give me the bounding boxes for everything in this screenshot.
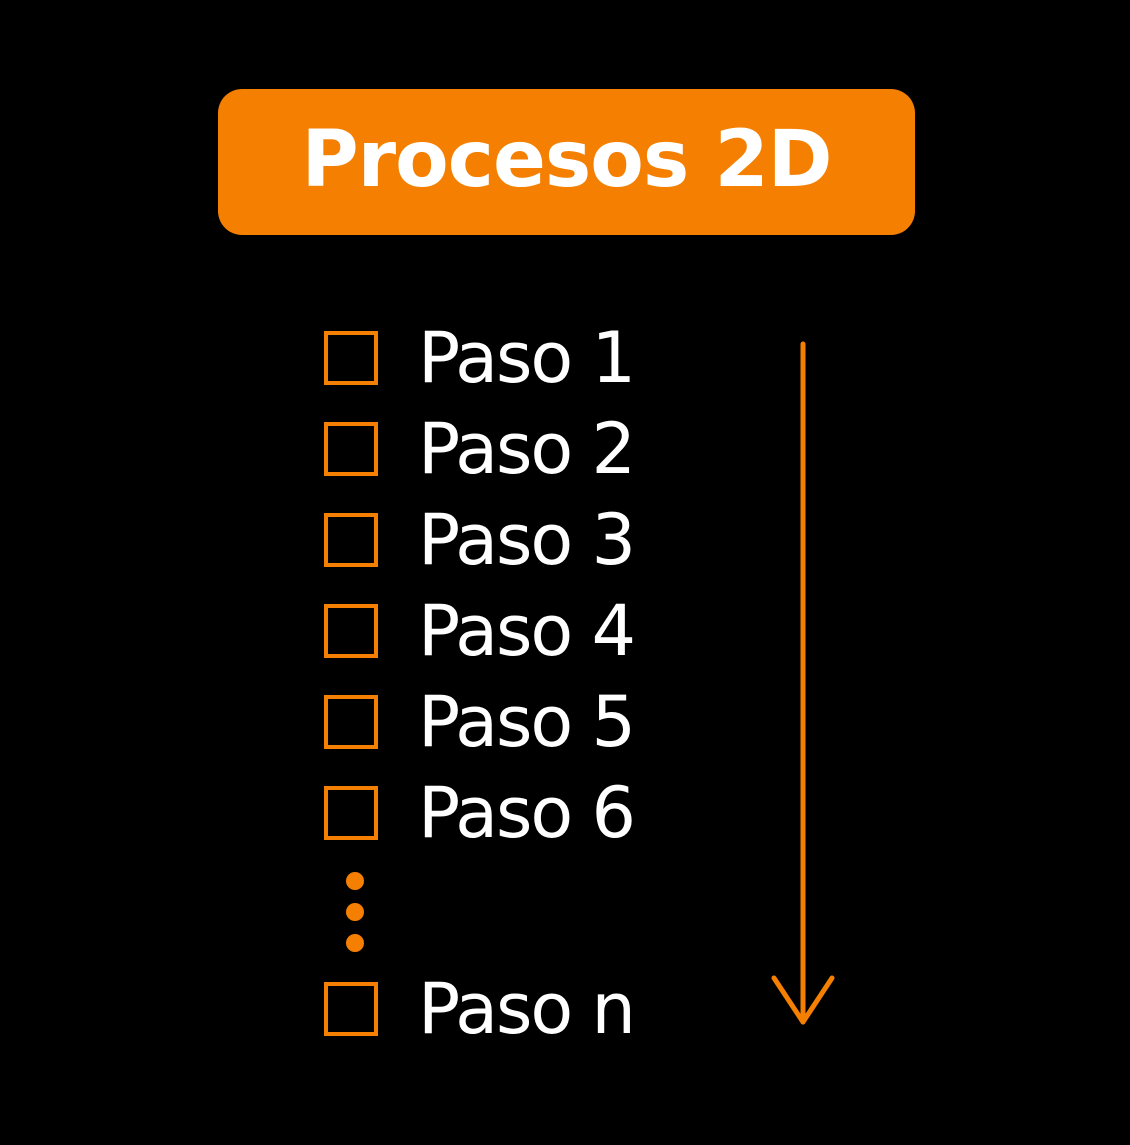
step-label: Paso 3 [418,499,636,581]
ellipsis-dot [346,934,364,952]
step-label: Paso 2 [418,408,636,490]
step-label: Paso 1 [418,317,636,399]
step-item-2: Paso 2 [324,414,636,484]
step-label: Paso 5 [418,681,636,763]
step-label: Paso n [418,968,636,1050]
page-title: Procesos 2D [301,115,833,205]
arrow-down-icon [771,341,835,1025]
checkbox-icon[interactable] [324,513,378,567]
checkbox-icon[interactable] [324,982,378,1036]
step-item-5: Paso 5 [324,687,636,757]
ellipsis-dot [346,903,364,921]
step-item-3: Paso 3 [324,505,636,575]
step-label: Paso 6 [418,772,636,854]
checkbox-icon[interactable] [324,422,378,476]
step-item-6: Paso 6 [324,778,636,848]
step-item-4: Paso 4 [324,596,636,666]
checkbox-icon[interactable] [324,604,378,658]
title-banner: Procesos 2D [218,89,915,235]
step-item-1: Paso 1 [324,323,636,393]
checkbox-icon[interactable] [324,331,378,385]
checkbox-icon[interactable] [324,695,378,749]
step-label: Paso 4 [418,590,636,672]
step-item-n: Paso n [324,974,636,1044]
checkbox-icon[interactable] [324,786,378,840]
ellipsis-dot [346,872,364,890]
